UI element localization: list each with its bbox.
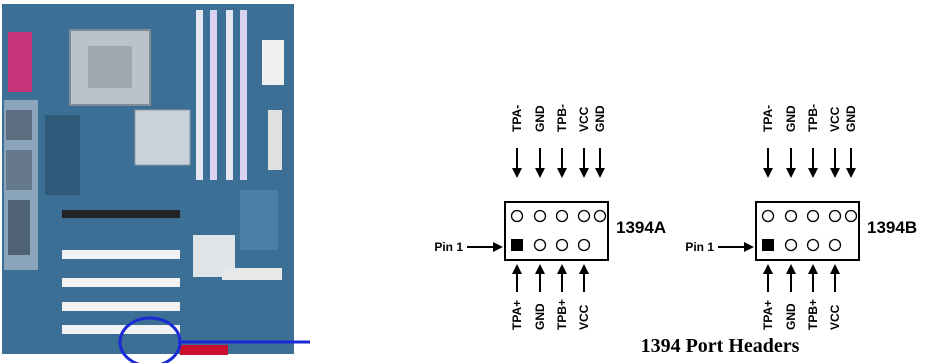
header-1394b-pin	[808, 240, 819, 251]
header-1394b-top-arrow-head	[763, 168, 773, 178]
header-top-pin-label: TPB-	[806, 104, 820, 132]
header-1394b-pin	[786, 211, 797, 222]
header-top-pin-label: GND	[784, 105, 798, 132]
header-1394a-bottom-arrow-head	[535, 264, 545, 274]
header-1394a-pin	[579, 240, 590, 251]
header-bottom-pin-label: TPB+	[806, 299, 820, 330]
header-1394a-pin	[595, 211, 606, 222]
header-1394b-bottom-arrow-head	[808, 264, 818, 274]
header-1394a-bottom-arrow-head	[512, 264, 522, 274]
header-1394b-pin	[846, 211, 857, 222]
header-top-pin-label: TPA-	[761, 105, 775, 132]
header-1394a-pin	[512, 211, 523, 222]
header-1394a-bottom-arrow-head	[579, 264, 589, 274]
header-1394b-top-arrow-head	[846, 168, 856, 178]
header-1394b-pin1-label: Pin 1	[685, 240, 714, 254]
header-bottom-pin-label: TPA+	[761, 300, 775, 330]
header-1394a-bottom-arrow-head	[557, 264, 567, 274]
header-1394a-body	[505, 202, 608, 260]
header-1394b-top-arrow-head	[808, 168, 818, 178]
header-top-pin-label: GND	[533, 105, 547, 132]
header-1394b-bottom-arrow-head	[763, 264, 773, 274]
header-1394a-top-arrow-head	[595, 168, 605, 178]
header-bottom-pin-label: VCC	[828, 304, 842, 330]
header-1394a-name: 1394A	[616, 218, 666, 237]
header-1394a-pin1-label: Pin 1	[434, 240, 463, 254]
header-top-pin-label: GND	[593, 105, 607, 132]
header-1394a-pin1-square	[511, 239, 523, 251]
header-1394a-pin	[535, 211, 546, 222]
header-1394a-top-arrow-head	[535, 168, 545, 178]
header-1394b-top-arrow-head	[830, 168, 840, 178]
header-bottom-pin-label: TPA+	[510, 300, 524, 330]
header-1394b-pin	[808, 211, 819, 222]
header-1394a-pin	[557, 240, 568, 251]
header-1394a-pin	[579, 211, 590, 222]
header-1394a-pin1-arrow-head	[493, 242, 503, 252]
header-bottom-pin-label: TPB+	[555, 299, 569, 330]
header-1394a-pin	[557, 211, 568, 222]
header-top-pin-label: TPB-	[555, 104, 569, 132]
header-1394b-top-arrow-head	[786, 168, 796, 178]
header-1394a-pin	[535, 240, 546, 251]
header-1394b-pin	[830, 240, 841, 251]
header-top-pin-label: TPA-	[510, 105, 524, 132]
header-1394a-top-arrow-head	[557, 168, 567, 178]
header-bottom-pin-label: VCC	[577, 304, 591, 330]
header-1394b-body	[756, 202, 859, 260]
header-1394b-pin	[786, 240, 797, 251]
diagram-caption: 1394 Port Headers	[580, 335, 860, 358]
header-1394b-bottom-arrow-head	[786, 264, 796, 274]
header-bottom-pin-label: GND	[533, 303, 547, 330]
header-1394b-pin	[830, 211, 841, 222]
header-top-pin-label: VCC	[828, 106, 842, 132]
header-1394b-bottom-arrow-head	[830, 264, 840, 274]
header-1394b-pin1-square	[762, 239, 774, 251]
header-1394a-top-arrow-head	[512, 168, 522, 178]
header-top-pin-label: VCC	[577, 106, 591, 132]
header-top-pin-label: GND	[844, 105, 858, 132]
header-1394b-pin	[763, 211, 774, 222]
header-1394b-name: 1394B	[867, 218, 917, 237]
header-1394b-pin1-arrow-head	[744, 242, 754, 252]
header-1394a-top-arrow-head	[579, 168, 589, 178]
header-bottom-pin-label: GND	[784, 303, 798, 330]
